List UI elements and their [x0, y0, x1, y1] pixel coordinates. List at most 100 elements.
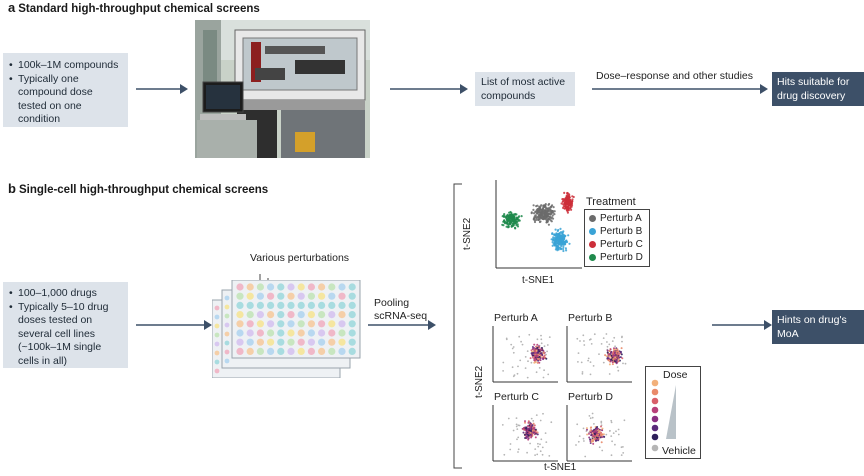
legend-label: Perturb D	[600, 252, 643, 263]
legend-dot-icon	[589, 228, 596, 235]
well	[338, 301, 346, 309]
dose-dot	[651, 388, 659, 396]
well	[307, 347, 315, 355]
legend-item-perturb-a: Perturb A	[585, 212, 649, 225]
well	[318, 329, 326, 337]
pooling-line-2: scRNA-seq	[374, 310, 428, 322]
well	[338, 338, 346, 346]
well	[328, 329, 336, 337]
results-bracket	[453, 183, 462, 469]
well	[318, 320, 326, 328]
panel-a-input-box: 100k–1M compoundsTypically one compound …	[3, 53, 128, 127]
dose-dot	[651, 433, 659, 441]
well	[236, 292, 244, 300]
well	[287, 329, 295, 337]
small-plot-title: Perturb A	[494, 312, 538, 324]
well	[297, 292, 305, 300]
well	[307, 292, 315, 300]
well	[348, 347, 356, 355]
well	[246, 283, 254, 291]
legend-dot-icon	[589, 254, 596, 261]
panel-b-input-item-1: Typically 5–10 drug doses tested on seve…	[9, 301, 122, 369]
well	[267, 329, 275, 337]
panel-a-input-item-0: 100k–1M compounds	[9, 59, 122, 73]
well	[318, 283, 326, 291]
well	[267, 301, 275, 309]
small-tsne-plot	[566, 326, 632, 383]
well	[307, 329, 315, 337]
well	[348, 329, 356, 337]
well	[318, 292, 326, 300]
small-tsne-plot	[492, 326, 558, 383]
well	[328, 301, 336, 309]
well-plate	[231, 280, 361, 359]
well	[297, 311, 305, 319]
dose-wedge	[666, 385, 676, 439]
well	[277, 347, 285, 355]
well	[348, 320, 356, 328]
dose-dot	[651, 397, 659, 405]
well	[328, 311, 336, 319]
arrow-b-3	[712, 320, 772, 330]
well	[256, 292, 264, 300]
vehicle-label: Vehicle	[662, 445, 696, 457]
well	[297, 301, 305, 309]
well	[307, 301, 315, 309]
dose-response-label: Dose–response and other studies	[596, 70, 754, 82]
lab-robot-image	[195, 20, 370, 158]
well	[256, 347, 264, 355]
well	[246, 292, 254, 300]
well	[236, 338, 244, 346]
dose-dot	[651, 424, 659, 432]
well	[256, 283, 264, 291]
tsne-cluster-perturb-b	[550, 227, 571, 253]
well-plates	[212, 280, 361, 378]
tsne1-label-small: t-SNE1	[544, 462, 577, 473]
well	[338, 283, 346, 291]
well	[297, 329, 305, 337]
dose-dot	[651, 415, 659, 423]
well	[338, 347, 346, 355]
well	[318, 347, 326, 355]
well	[236, 301, 244, 309]
well	[277, 311, 285, 319]
small-plot-title: Perturb B	[568, 312, 613, 324]
well	[287, 347, 295, 355]
arrow-b-1	[136, 320, 212, 330]
well	[287, 338, 295, 346]
well	[246, 338, 254, 346]
dose-legend: Dose Vehicle	[645, 366, 701, 459]
legend-dot-icon	[589, 241, 596, 248]
well	[307, 283, 315, 291]
well	[297, 338, 305, 346]
well	[328, 283, 336, 291]
well	[267, 320, 275, 328]
well	[267, 283, 275, 291]
tsne-main-plot	[495, 180, 582, 269]
legend-label: Perturb B	[600, 226, 643, 237]
well	[256, 311, 264, 319]
well	[236, 283, 244, 291]
well	[348, 301, 356, 309]
well	[318, 338, 326, 346]
well	[236, 320, 244, 328]
well	[256, 329, 264, 337]
well	[328, 338, 336, 346]
well	[256, 320, 264, 328]
arrow-a-2	[390, 84, 468, 94]
treatment-title: Treatment	[586, 196, 636, 208]
tsne2-label-main: t-SNE2	[462, 217, 473, 250]
tsne2-label-small: t-SNE2	[474, 365, 485, 398]
well	[236, 311, 244, 319]
tsne-cluster-perturb-a	[530, 202, 556, 226]
well	[246, 311, 254, 319]
well	[338, 292, 346, 300]
well	[246, 329, 254, 337]
well	[348, 338, 356, 346]
well	[318, 301, 326, 309]
perturbations-label: Various perturbations	[250, 252, 350, 264]
well	[256, 338, 264, 346]
small-plot-title: Perturb C	[494, 391, 539, 403]
moa-box: Hints on drug's MoA	[772, 310, 864, 344]
